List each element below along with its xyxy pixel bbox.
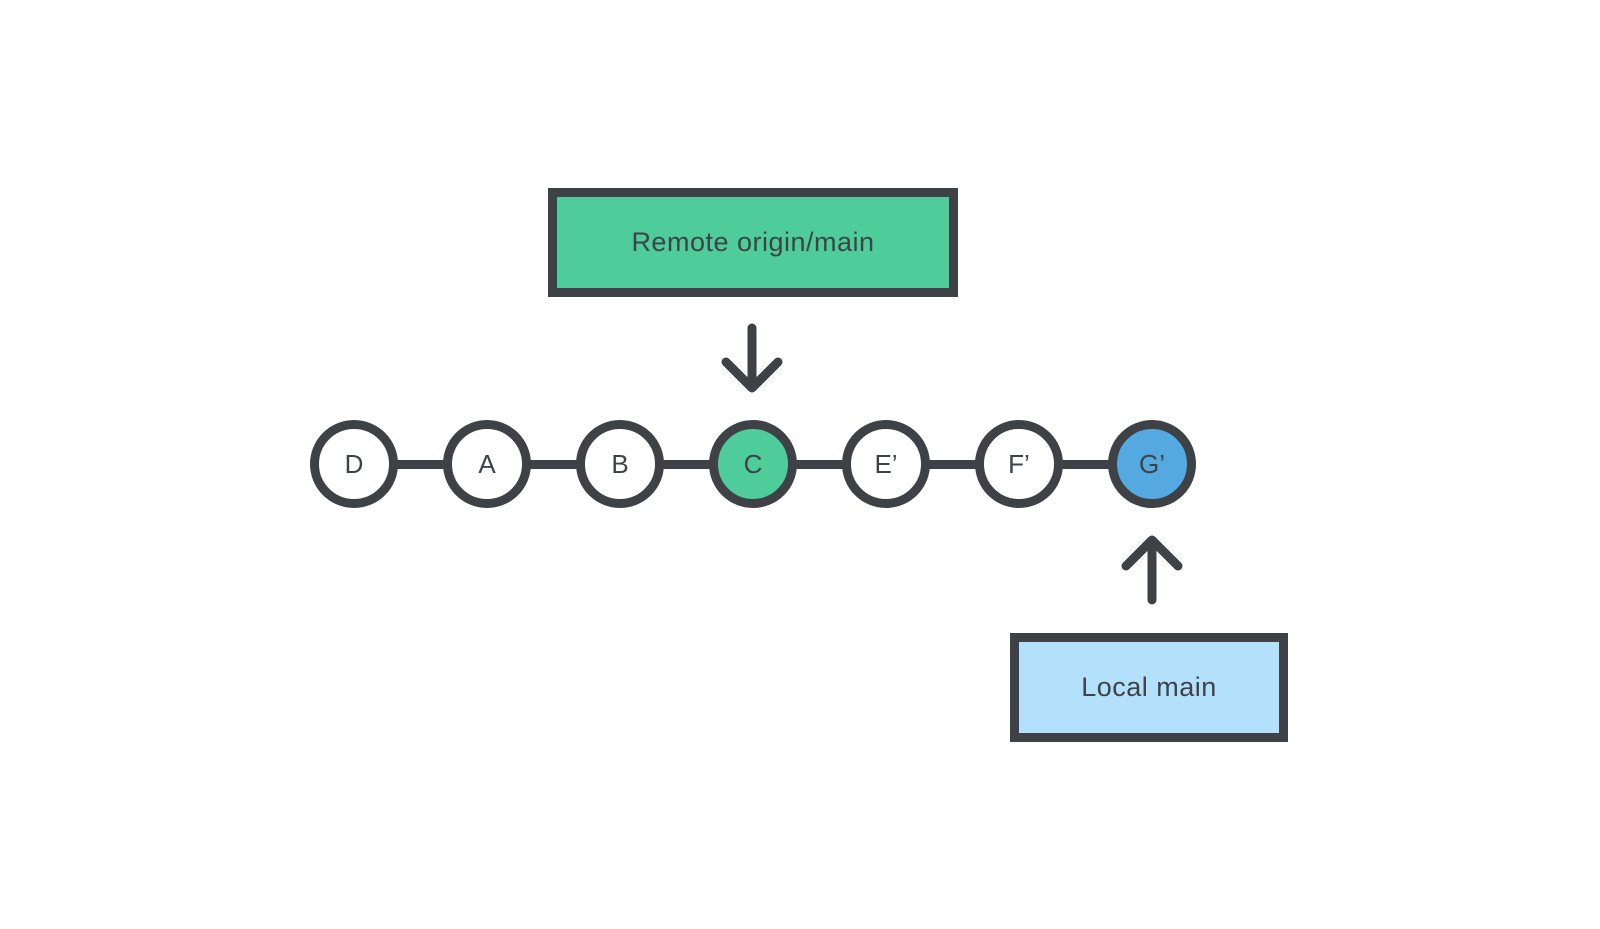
up-arrow-icon xyxy=(1121,535,1183,605)
commit-node-d: D xyxy=(310,420,398,508)
local-branch-label: Local main xyxy=(1081,672,1217,702)
commit-node-e-prime: E’ xyxy=(842,420,930,508)
commit-label: C xyxy=(743,448,763,479)
commit-node-g-prime: G’ xyxy=(1108,420,1196,508)
commit-node-b: B xyxy=(576,420,664,508)
commit-label: G’ xyxy=(1139,448,1165,479)
local-branch-box: Local main xyxy=(1010,633,1288,742)
commit-label: A xyxy=(478,448,496,479)
commit-label: F’ xyxy=(1008,448,1030,479)
down-arrow-icon xyxy=(721,323,783,393)
remote-branch-label: Remote origin/main xyxy=(631,227,875,257)
commit-node-f-prime: F’ xyxy=(975,420,1063,508)
commit-node-a: A xyxy=(443,420,531,508)
commit-label: D xyxy=(344,448,364,479)
down-arrow-path xyxy=(721,323,783,393)
up-arrow-path xyxy=(1121,535,1183,605)
remote-branch-box: Remote origin/main xyxy=(548,188,958,297)
commit-node-c: C xyxy=(709,420,797,508)
commit-label: E’ xyxy=(874,448,898,479)
commit-label: B xyxy=(611,448,629,479)
